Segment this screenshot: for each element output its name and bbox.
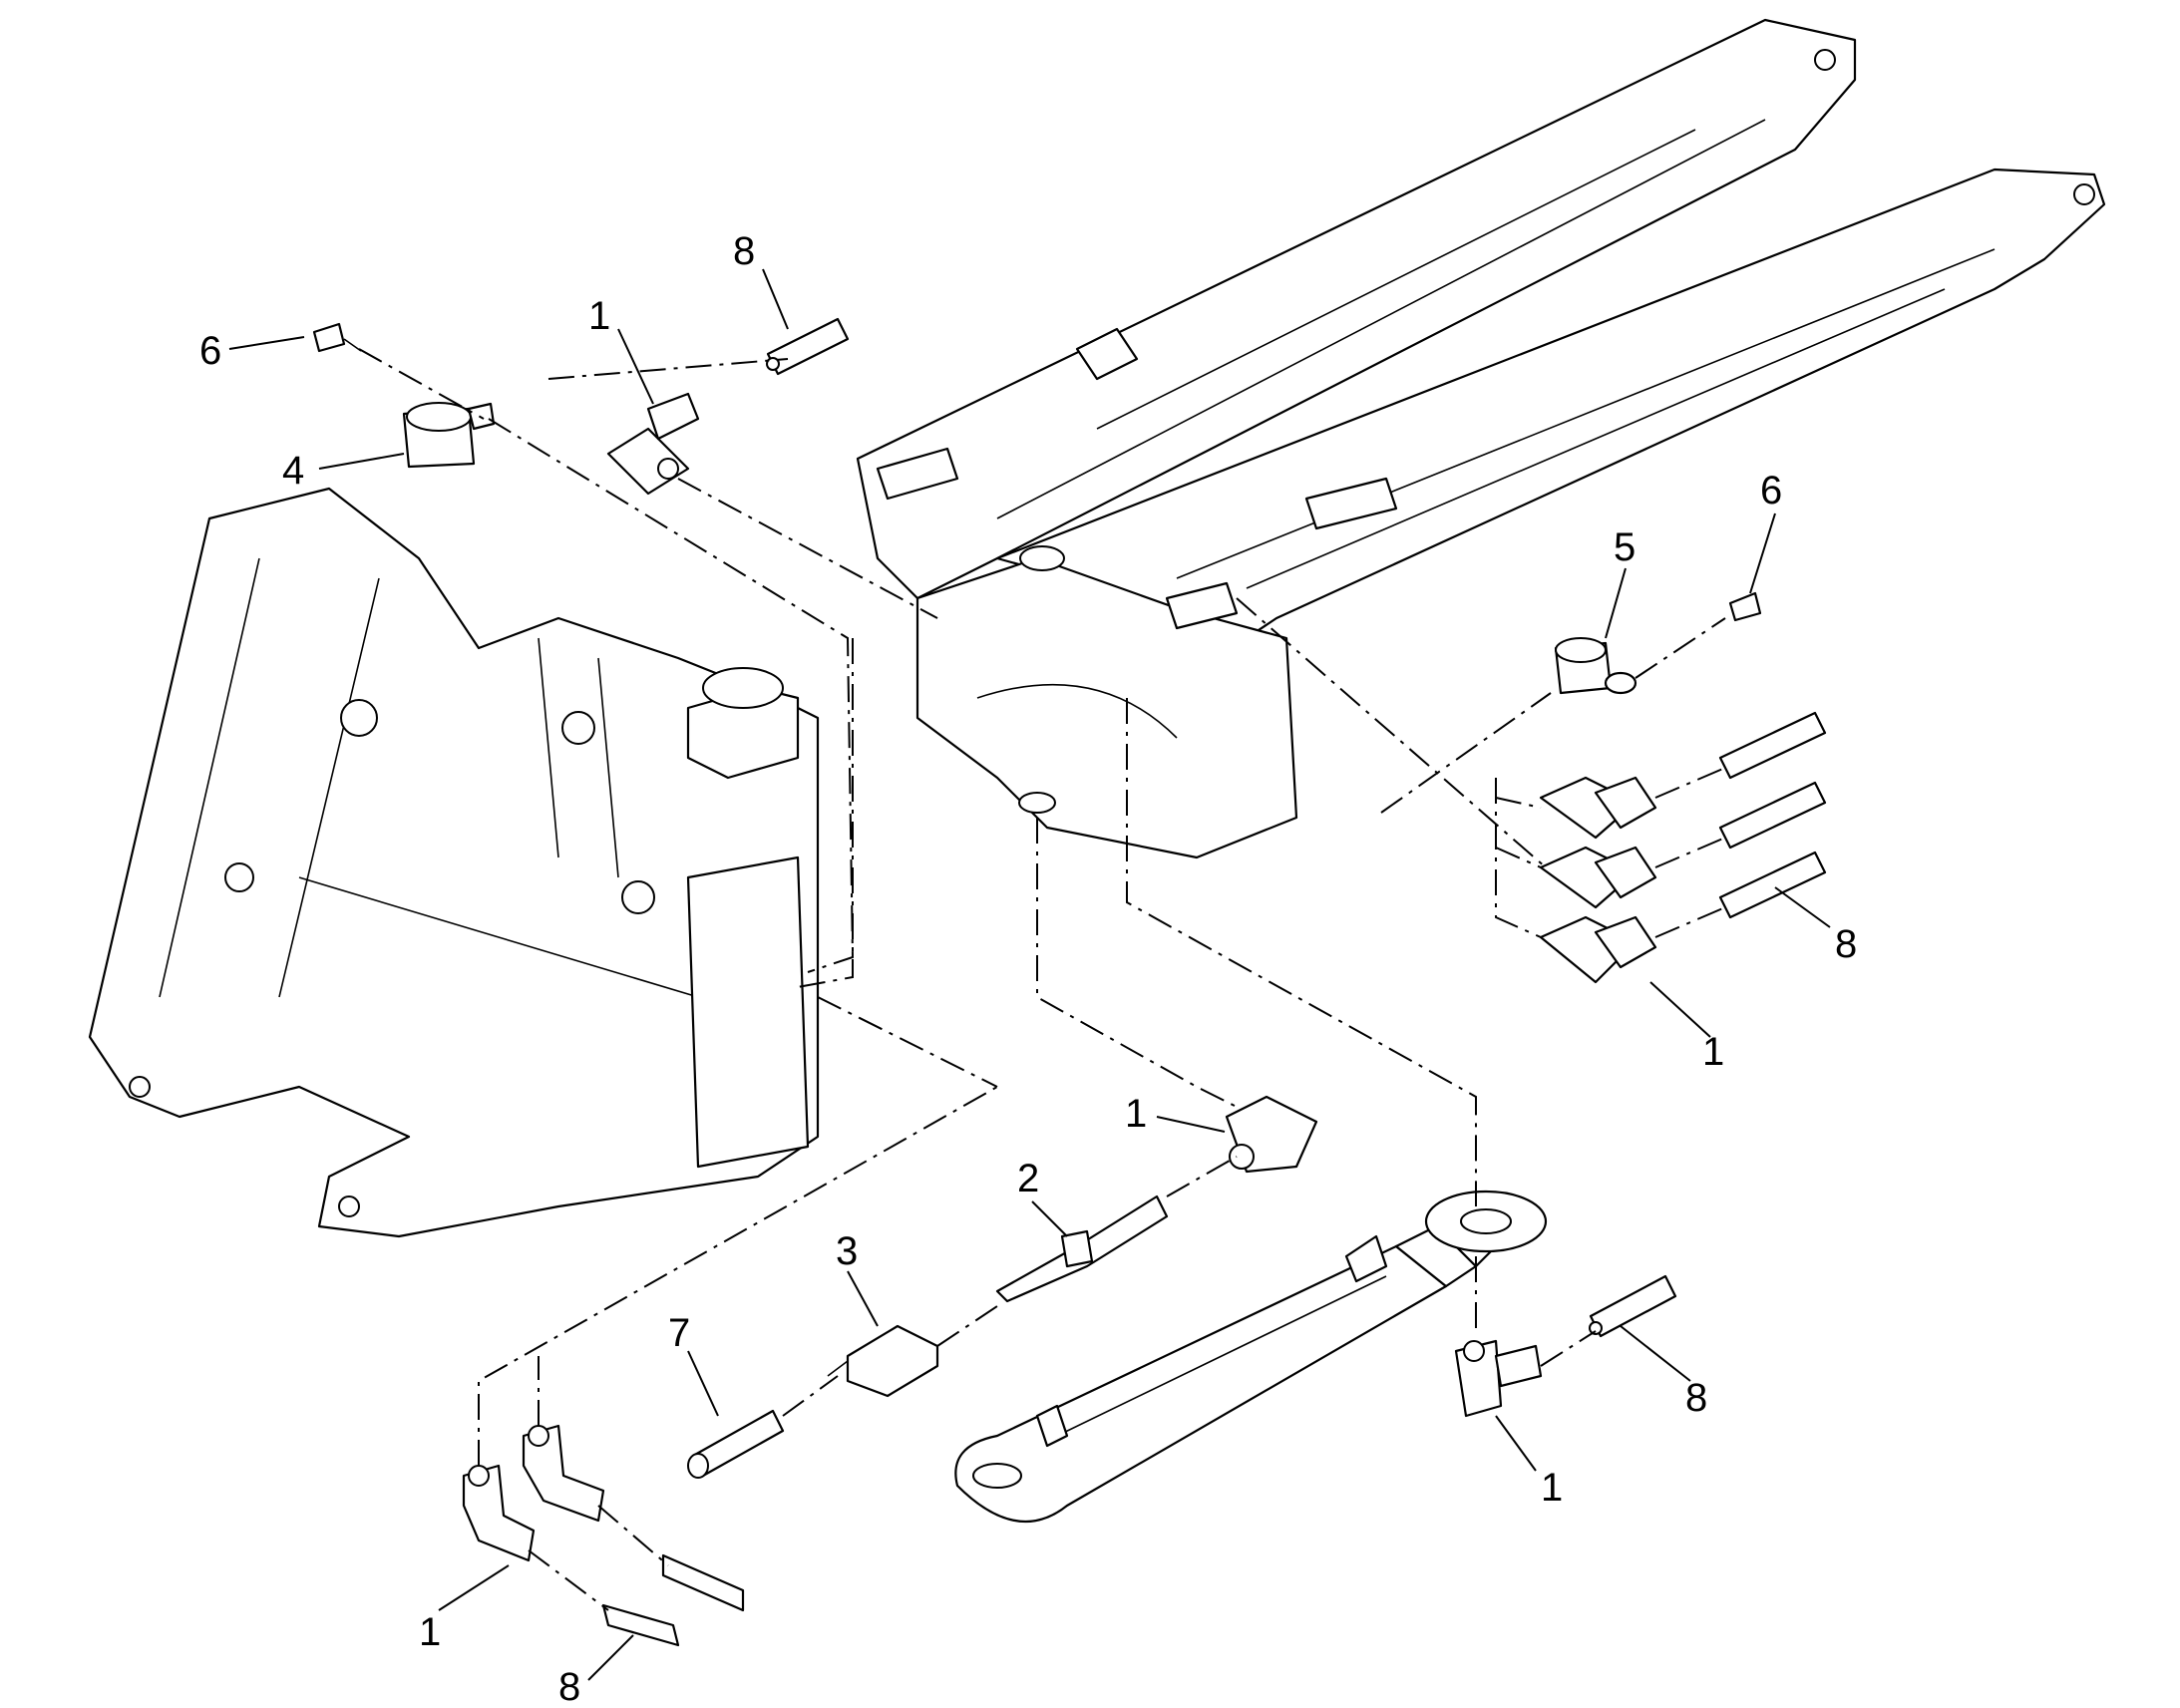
callout-8-bottom-right: 8 (1685, 1376, 1707, 1420)
callout-2: 2 (1017, 1157, 1039, 1200)
pins-bottom-left (601, 1553, 745, 1647)
tapered-pin (995, 1195, 1169, 1303)
alignment-lines (358, 348, 1726, 1611)
callout-7: 7 (668, 1311, 690, 1355)
callout-8-bottom-left: 8 (558, 1665, 580, 1708)
callout-3: 3 (836, 1229, 858, 1273)
pin-top (766, 317, 850, 376)
callout-1-middle: 1 (1125, 1092, 1147, 1136)
coupler (827, 1324, 939, 1398)
elbow-fitting-bottom-right (1454, 1339, 1543, 1418)
callout-8-right: 8 (1835, 922, 1857, 966)
pin-long (687, 1409, 785, 1479)
clamp-right (1554, 637, 1637, 695)
bolt-right (1728, 591, 1762, 622)
callout-5: 5 (1614, 525, 1635, 569)
clamp-left (402, 402, 496, 469)
pins-right-stack (1718, 711, 1827, 919)
callout-8-top: 8 (733, 229, 755, 273)
callout-6-left: 6 (199, 329, 221, 373)
leader-lines (228, 268, 1831, 1681)
elbow-fittings-right-stack (1539, 776, 1657, 984)
elbow-fitting-middle (1225, 1095, 1318, 1174)
bolt-top-left (312, 322, 362, 353)
front-chassis-frame (88, 487, 820, 1238)
callout-1-right: 1 (1702, 1030, 1724, 1074)
pin-bottom-right (1589, 1274, 1677, 1338)
callout-1-bottom-right: 1 (1541, 1466, 1563, 1510)
loader-arms-frame (856, 18, 2106, 859)
callout-6-right: 6 (1760, 469, 1782, 512)
elbow-fittings-bottom-left (462, 1424, 605, 1562)
elbow-fitting-top (606, 392, 700, 496)
callout-4: 4 (282, 449, 304, 493)
callout-1-top: 1 (588, 294, 610, 338)
callout-labels: 8 1 6 4 6 5 8 1 1 2 3 7 8 1 1 8 (199, 229, 1857, 1708)
hydraulic-cylinder (954, 1190, 1548, 1524)
callout-1-bottom-left: 1 (419, 1610, 441, 1654)
